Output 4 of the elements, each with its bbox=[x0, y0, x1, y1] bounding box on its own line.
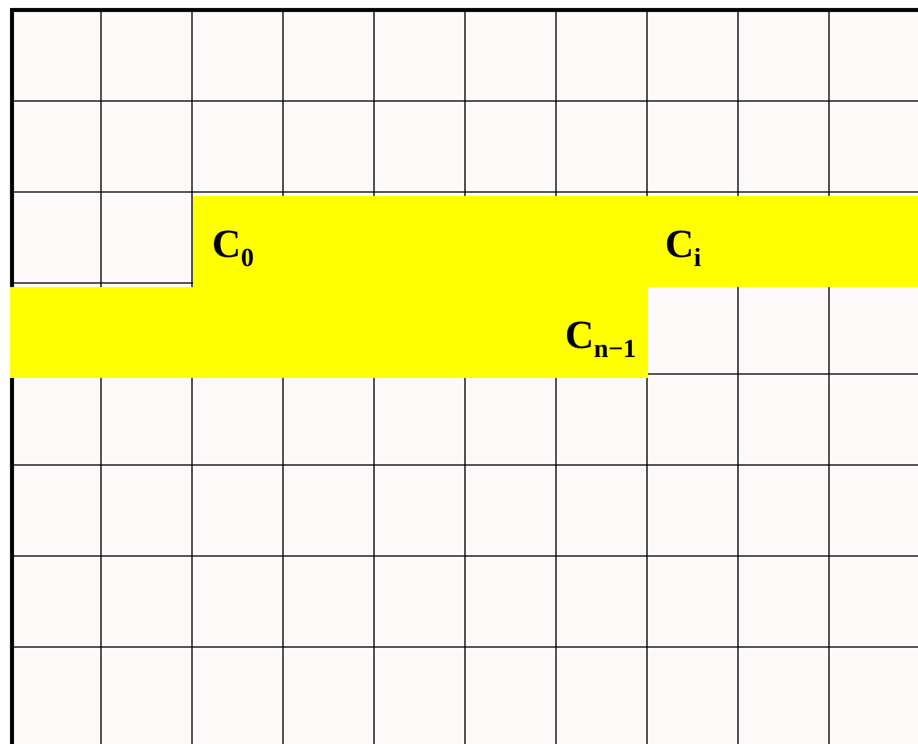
cell-label: C$_{n−1}$ bbox=[565, 315, 636, 362]
cell-label: C$_{i}$ bbox=[665, 224, 702, 271]
highlight-band bbox=[10, 196, 918, 378]
cell-label: C$_{0}$ bbox=[212, 224, 254, 271]
